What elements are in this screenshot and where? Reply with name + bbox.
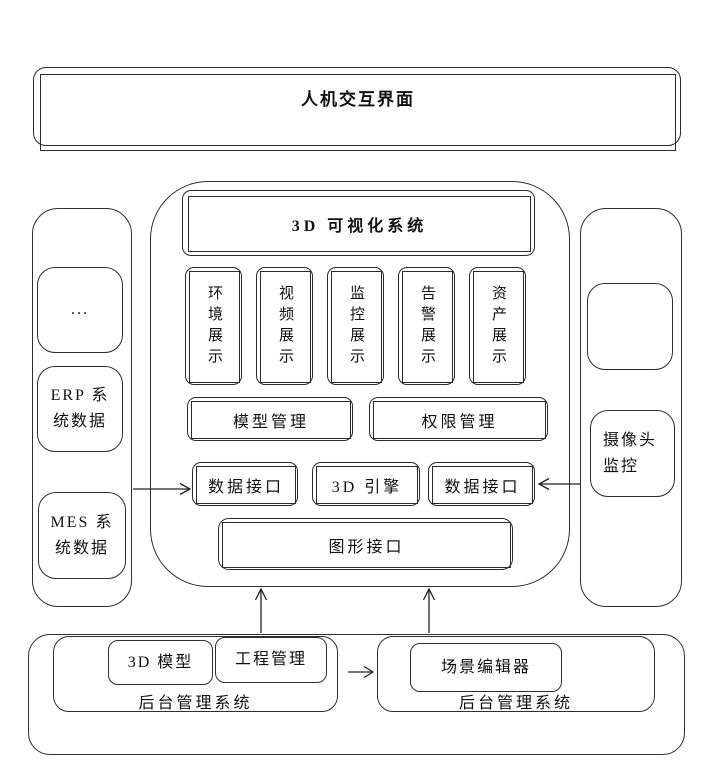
- engine-label: 3D 引擎: [316, 466, 418, 504]
- graphics-interface-label: 图形接口: [222, 522, 511, 568]
- permission-mgmt-box: 权限管理: [369, 397, 548, 441]
- display-label-alarm: 告警展示: [402, 271, 453, 383]
- camera-panel: [580, 208, 682, 607]
- viz-system-box: 3D 可视化系统: [182, 190, 535, 256]
- display-box-video: 视频展示: [256, 267, 313, 385]
- display-box-asset: 资产展示: [469, 267, 526, 385]
- human-interface-label: 人机交互界面: [40, 74, 676, 151]
- backend-label-1: 后台管理系统: [138, 695, 253, 712]
- display-box-monitor: 监控展示: [327, 267, 384, 385]
- arrow-up-left: [254, 587, 268, 633]
- data-interface-left-box: 数据接口: [192, 462, 298, 506]
- graphics-interface-box: 图形接口: [218, 518, 513, 570]
- scene-editor-box: 场景编辑器: [410, 643, 562, 692]
- display-label-asset: 资产展示: [473, 271, 524, 383]
- data-interface-right-box: 数据接口: [428, 462, 535, 506]
- display-box-alarm: 告警展示: [398, 267, 455, 385]
- mes-data-box: MES 系统数据: [38, 492, 126, 579]
- model-3d-box: 3D 模型: [108, 640, 213, 685]
- viz-system-label: 3D 可视化系统: [188, 196, 531, 252]
- display-label-environment: 环境展示: [189, 271, 240, 383]
- camera-placeholder-box: [587, 283, 673, 370]
- erp-data-box: ERP 系统数据: [37, 366, 123, 452]
- arrow-up-right: [422, 587, 436, 633]
- data-interface-right-label: 数据接口: [432, 466, 533, 504]
- model-mgmt-box: 模型管理: [187, 397, 353, 441]
- permission-mgmt-label: 权限管理: [373, 401, 546, 439]
- backend-label-2: 后台管理系统: [458, 695, 573, 712]
- project-mgmt-box: 工程管理: [215, 637, 327, 683]
- display-label-video: 视频展示: [260, 271, 311, 383]
- data-interface-left-label: 数据接口: [196, 466, 296, 504]
- model-mgmt-label: 模型管理: [191, 401, 351, 439]
- camera-monitor-box: 摄像头监控: [590, 410, 675, 497]
- engine-box: 3D 引擎: [312, 462, 420, 506]
- display-label-monitor: 监控展示: [331, 271, 382, 383]
- more-systems-box: ...: [37, 267, 123, 353]
- display-box-environment: 环境展示: [185, 267, 242, 385]
- human-interface-box: 人机交互界面: [33, 67, 681, 151]
